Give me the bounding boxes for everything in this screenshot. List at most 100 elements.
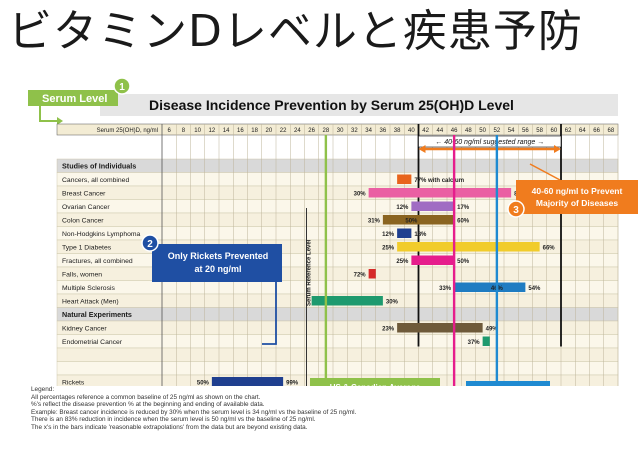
data-bar (454, 282, 526, 292)
x-tick-label: 52 (494, 128, 501, 134)
bar-value-label: 31% (368, 219, 381, 225)
legend-line: %'s reflect the disease prevention % at … (31, 401, 265, 409)
callout-2-line: at 20 ng/ml (194, 264, 241, 274)
bar-value-label: 72% (354, 273, 367, 279)
bar-value-label: 25% (382, 246, 395, 252)
x-tick-label: 14 (223, 128, 230, 134)
data-bar (311, 296, 383, 306)
callout-2-number: 2 (147, 239, 153, 250)
row-label: Fractures, all combined (62, 258, 133, 265)
callout-2-connector (262, 282, 277, 345)
badge-arrow-head (57, 117, 63, 125)
badge-number-circle (113, 77, 131, 95)
legend-line: Legend: (31, 386, 55, 393)
bar-value-label: 30% (386, 300, 399, 306)
legend-line: All percentages reference a common basel… (31, 393, 261, 401)
table-row (56, 320, 619, 335)
row-label: Rickets (62, 380, 85, 387)
bar-value-label: 37% (468, 340, 481, 346)
row-label: Ovarian Cancer (62, 204, 110, 211)
table-row (56, 212, 619, 227)
data-bar (368, 269, 376, 279)
x-tick-label: 10 (194, 128, 201, 134)
row-label: Non-Hodgkins Lymphoma (62, 231, 141, 238)
section-header-row (56, 307, 619, 322)
suggested-range-label: ← 40-60 ng/ml suggested range → (435, 139, 544, 146)
x-tick-label: 32 (351, 128, 358, 134)
legend-line: The x's in the bars indicate 'reasonable… (31, 423, 308, 431)
x-tick-label: 18 (251, 128, 258, 134)
x-tick-label: 28 (323, 128, 330, 134)
x-tick-label: 24 (294, 128, 301, 134)
bar-value-label: 77% with calcium (414, 178, 464, 184)
serum-level-badge (28, 90, 118, 106)
data-bar (397, 174, 412, 184)
row-label: Kidney Cancer (62, 326, 107, 333)
population-marker-box (466, 381, 550, 386)
x-tick-label: 50 (479, 128, 486, 134)
bar-value-label: 50% (457, 259, 470, 265)
x-tick-label: 66 (593, 128, 600, 134)
bar-value-label: 23% (382, 327, 395, 333)
x-tick-label: 26 (308, 128, 315, 134)
bar-value-label: 50% (197, 381, 210, 387)
x-tick-label: 68 (608, 128, 615, 134)
callout-2-circle (141, 234, 159, 252)
x-tick-label: 62 (565, 128, 572, 134)
badge-arrow-line (39, 101, 57, 122)
data-bar (411, 201, 455, 211)
badge-number: 1 (119, 82, 125, 93)
x-tick-label: 20 (266, 128, 273, 134)
x-tick-label: 54 (508, 128, 515, 134)
legend-line: Example: Breast cancer incidence is redu… (31, 408, 357, 416)
callout-2-box (152, 244, 282, 282)
row-label: Cancers, all combined (62, 177, 129, 184)
bar-value-label: 30% (354, 192, 367, 198)
bar-value-label: 60% (457, 219, 470, 225)
x-tick-label: 36 (380, 128, 387, 134)
x-tick-label: 6 (167, 128, 171, 134)
section-header-label: Studies of Individuals (62, 162, 136, 171)
callout-3-box (516, 180, 638, 214)
data-bar (397, 242, 540, 252)
x-tick-label: 8 (182, 128, 186, 134)
x-tick-label: 60 (551, 128, 558, 134)
x-tick-label: 58 (536, 128, 543, 134)
x-tick-label: 34 (365, 128, 372, 134)
data-bar (211, 377, 284, 386)
x-tick-label: 44 (437, 128, 444, 134)
callout-3-line: 40-60 ng/ml to Prevent (532, 186, 623, 196)
data-bar (397, 323, 483, 333)
row-label: Breast Cancer (62, 191, 106, 198)
x-tick-label: 12 (209, 128, 216, 134)
bar-value-label: 25% (396, 259, 409, 265)
bar-value-label: 49% (486, 327, 499, 333)
bar-value-label: 50% (405, 219, 418, 225)
row-label: Type 1 Diabetes (62, 245, 112, 252)
table-row (56, 347, 619, 362)
chart-title-bar (100, 94, 618, 116)
table-row (56, 361, 619, 376)
row-label: Falls, women (62, 272, 102, 279)
reference-level-label: Serum Reference Level (307, 239, 313, 306)
bar-value-label: 33% (439, 286, 452, 292)
data-bar (411, 255, 455, 265)
callout-3-circle (507, 200, 525, 218)
bar-value-label: 12% (382, 232, 395, 238)
axis-label: Serum 25(OH)D, ng/ml (97, 128, 158, 134)
x-tick-label: 64 (579, 128, 586, 134)
section-header-label: Natural Experiments (62, 310, 132, 319)
bar-value-label: 18% (414, 232, 427, 238)
suggested-range-box (418, 135, 562, 148)
x-tick-label: 38 (394, 128, 401, 134)
callout-3-connector (529, 163, 561, 181)
row-label: Heart Attack (Men) (62, 299, 119, 306)
x-tick-label: 48 (465, 128, 472, 134)
bar-value-label: 12% (396, 205, 409, 211)
data-bar (368, 188, 512, 198)
data-bar (482, 336, 490, 346)
x-tick-label: 42 (422, 128, 429, 134)
serum-level-badge-label: Serum Level (42, 93, 107, 105)
row-label: Endometrial Cancer (62, 339, 123, 346)
callout-3-number: 3 (513, 205, 519, 216)
